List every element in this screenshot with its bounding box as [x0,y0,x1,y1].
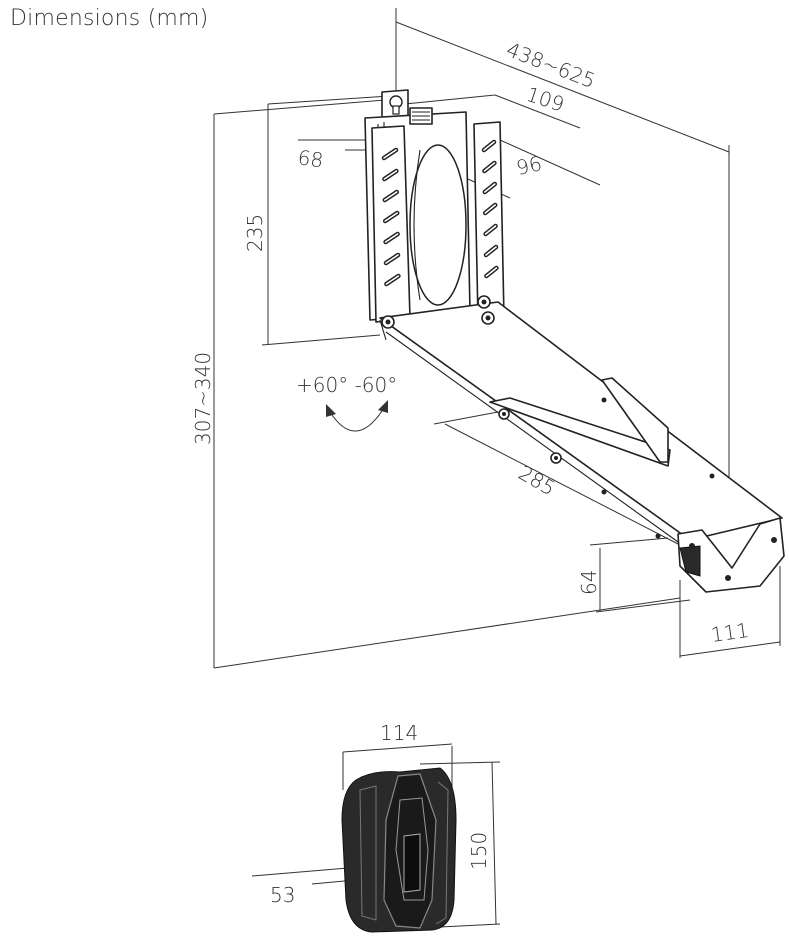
slot-right-inner [483,183,496,193]
adjustment-slots [381,139,499,287]
label-cradle-width: 111 [709,618,750,647]
label-speaker-height: 150 [467,832,491,870]
extension-arm [379,295,783,553]
tension-knob [409,107,433,125]
dim-plate-depth [404,94,581,129]
slotted-bracket-right [473,121,505,321]
speaker [341,767,457,933]
label-cradle-height: 64 [577,570,601,595]
slot-left-inner [383,170,398,180]
label-plate-depth: 109 [523,82,567,117]
dim-cradle-width [679,566,781,658]
label-bracket-offset: 96 [514,151,544,180]
dim-arm-segment [433,411,681,546]
label-speaker-depth: 53 [270,883,295,907]
slot-right-inner [484,225,497,235]
slot-right-inner [484,204,497,214]
label-plate-height: 235 [243,214,267,252]
label-plate-width: 68 [296,145,325,172]
diagram-title: Dimensions (mm) [10,6,209,31]
dim-cradle-height [589,537,691,613]
dim-plate-height [261,95,391,346]
label-arm-length: 438~625 [503,37,599,93]
speaker-cradle [677,517,785,593]
label-arm-segment: 285 [515,461,560,501]
slot-right-inner [485,246,497,256]
slot-left-inner [385,275,400,285]
arm-pivot-edge [379,319,387,341]
dim-arm-length [395,8,730,490]
slot-left-inner [383,149,397,159]
slot-right-inner [483,162,496,172]
dim-total-height [213,99,681,669]
label-speaker-width: 114 [380,721,418,745]
tilt-arrow-icon [326,400,388,432]
slot-left-inner [383,191,398,201]
slot-left-inner [384,233,399,243]
label-total-height: 307~340 [191,352,215,445]
slot-left-inner [384,212,399,222]
slot-right-inner [483,141,495,151]
label-tilt: +60° -60° [296,373,397,397]
dim-speaker-width [342,743,453,790]
slot-right-inner [485,267,498,277]
slot-left-inner [385,254,399,264]
